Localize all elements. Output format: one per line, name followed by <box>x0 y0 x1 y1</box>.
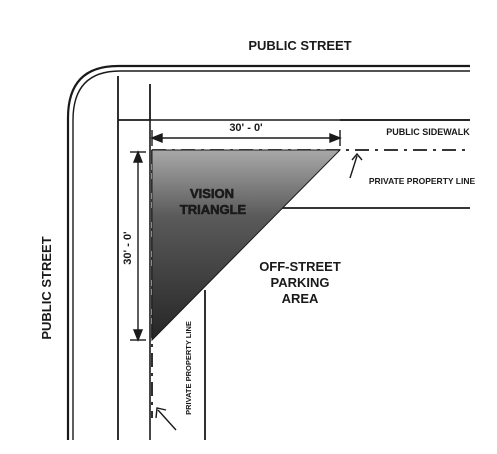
private-property-line-top-label: PRIVATE PROPERTY LINE <box>369 176 476 186</box>
off-street-label-line1: OFF-STREET <box>259 259 341 274</box>
public-street-top-label: PUBLIC STREET <box>248 38 351 53</box>
off-street-label-line2: PARKING <box>271 275 330 290</box>
arrowhead-up <box>132 150 144 163</box>
leader-top <box>349 152 363 179</box>
outer-curb-line <box>66 64 470 440</box>
arrowhead-left <box>150 132 163 144</box>
outer-curb-line-inner <box>72 70 470 440</box>
off-street-label-line3: AREA <box>282 291 319 306</box>
arrowhead-right <box>329 132 342 144</box>
public-street-left-label: PUBLIC STREET <box>39 236 54 339</box>
vision-triangle-label-line1: VISION <box>190 186 234 201</box>
leader-left <box>155 407 177 431</box>
dimension-horizontal-label: 30' - 0' <box>229 122 263 134</box>
private-property-line-left-label: PRIVATE PROPERTY LINE <box>184 321 193 415</box>
sidewalk-lines <box>117 76 470 440</box>
vision-triangle <box>151 149 342 342</box>
dimension-vertical <box>130 150 146 342</box>
dimension-horizontal <box>150 130 342 146</box>
public-sidewalk-label: PUBLIC SIDEWALK <box>386 127 470 137</box>
vision-triangle-label-line2: TRIANGLE <box>180 202 247 217</box>
dimension-vertical-label: 30' - 0' <box>122 231 134 265</box>
arrowhead-down <box>132 329 144 342</box>
